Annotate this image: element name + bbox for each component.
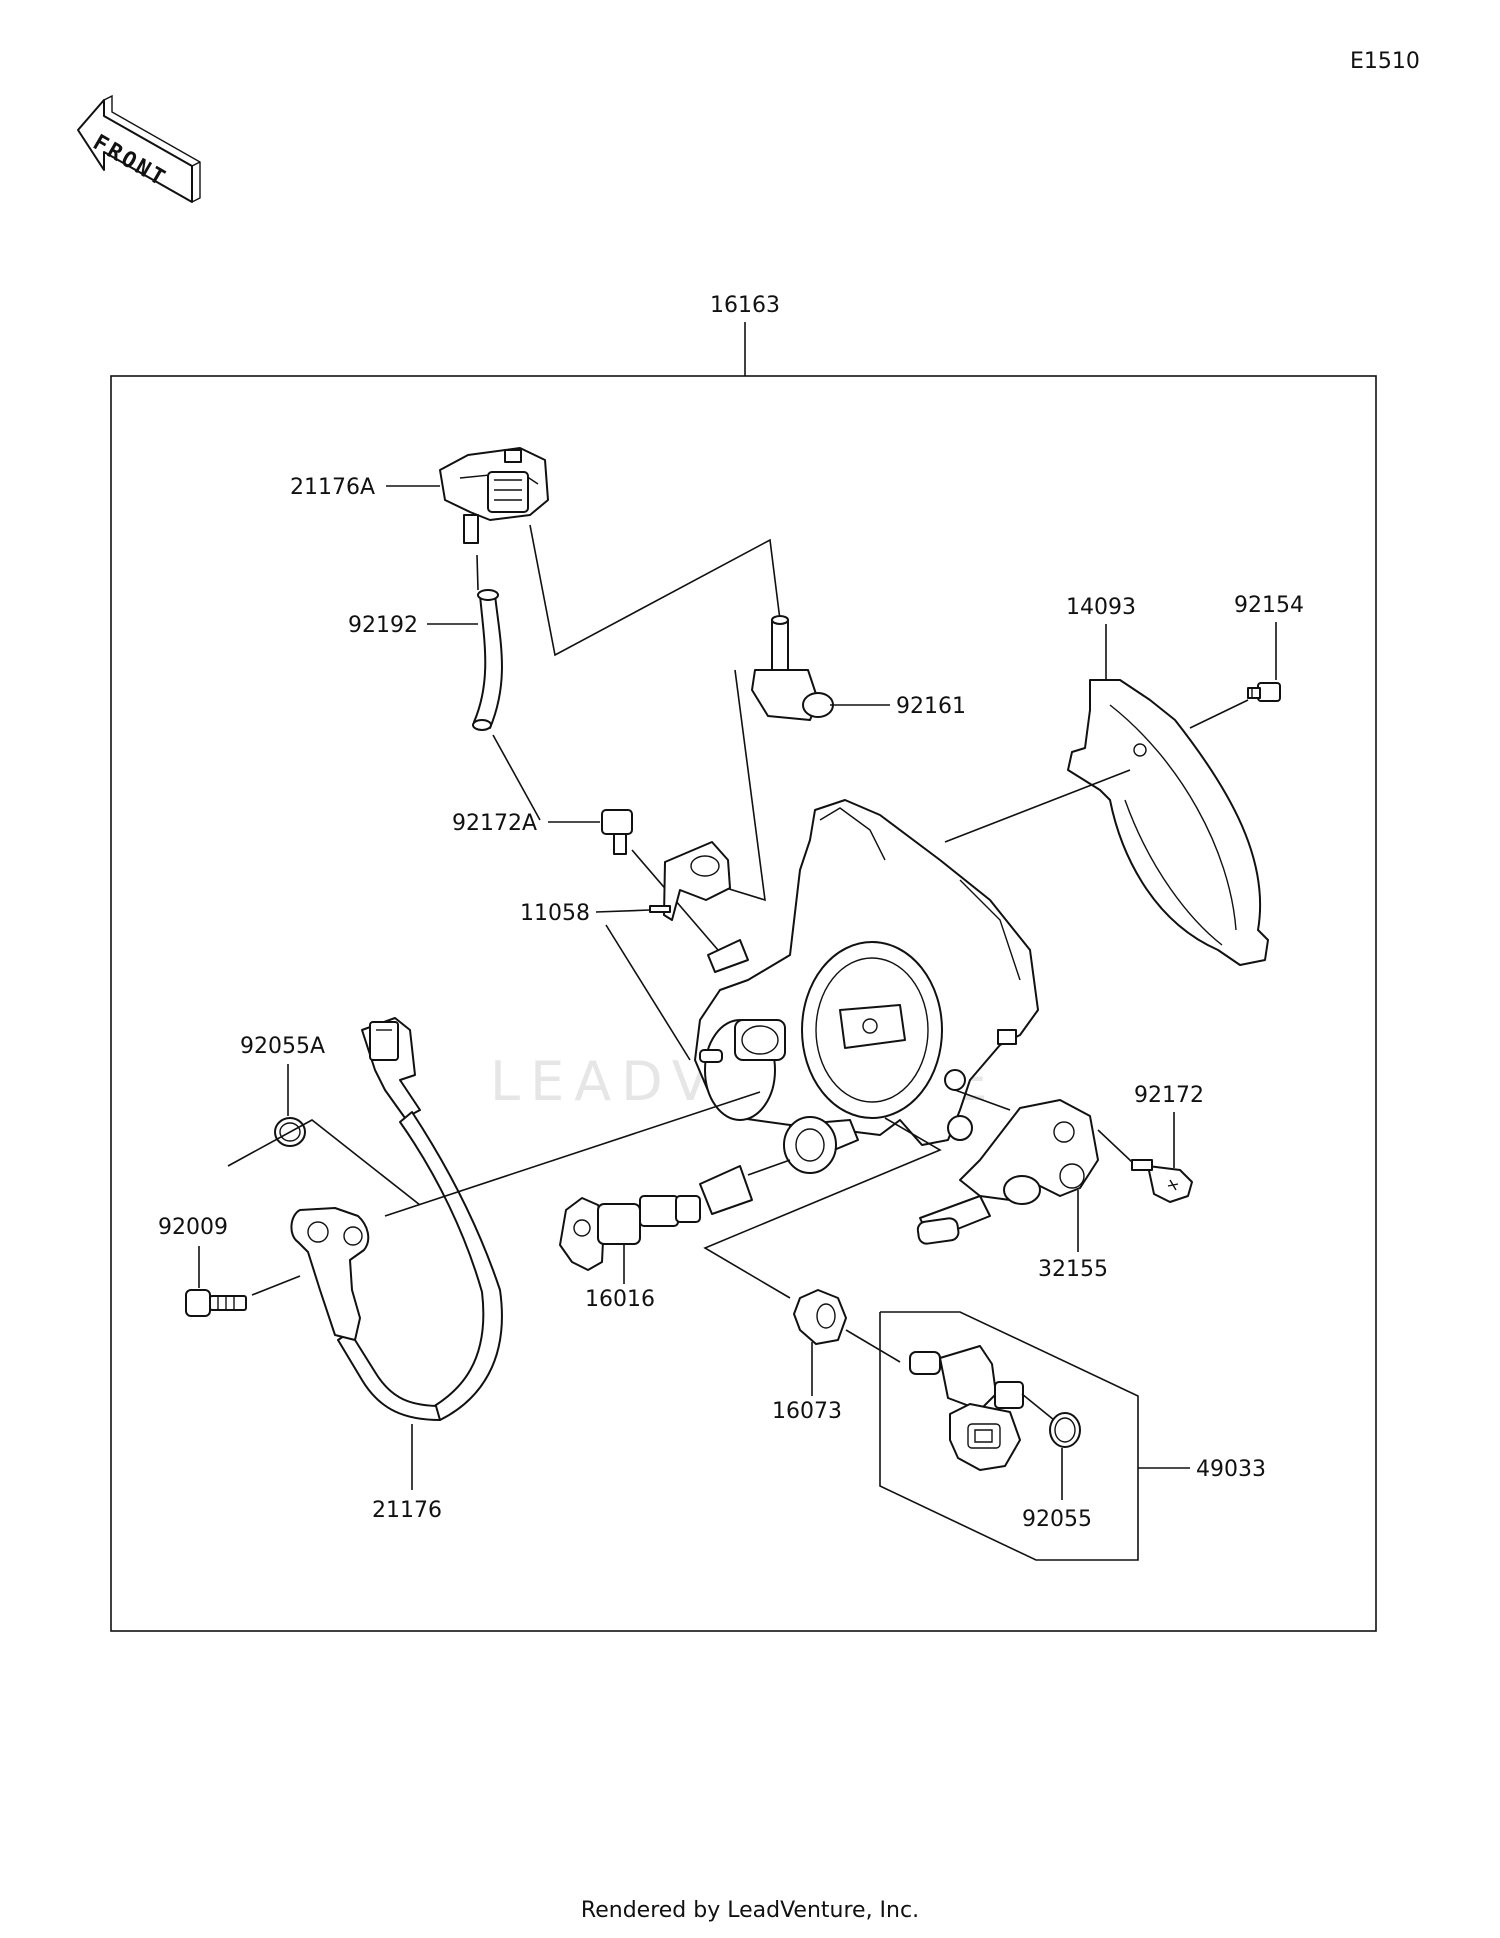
footer-credit: Rendered by LeadVenture, Inc.: [580, 1898, 920, 1923]
grommet-16073: [793, 1289, 847, 1345]
label-49033: 49033: [1196, 1457, 1266, 1482]
sensor-49033: [909, 1345, 1024, 1471]
bracket-11058: [649, 841, 731, 921]
cover-14093: [1067, 679, 1269, 966]
sensor-21176: [290, 1017, 503, 1421]
label-92172a: 92172A: [452, 811, 537, 836]
label-92154: 92154: [1234, 593, 1304, 618]
label-11058: 11058: [520, 901, 590, 926]
diagram-code: E1510: [1350, 49, 1420, 74]
screw-92172: [1131, 1159, 1193, 1203]
label-16073: 16073: [772, 1399, 842, 1424]
label-32155: 32155: [1038, 1257, 1108, 1282]
label-16163: 16163: [710, 293, 780, 318]
throttle-body: [694, 799, 1039, 1174]
label-92192: 92192: [348, 613, 418, 638]
screw-92172a: [601, 809, 633, 855]
bracket-32155: [916, 1099, 1099, 1245]
bolt-92009: [185, 1289, 247, 1317]
valve-16016: [559, 1165, 753, 1271]
label-92172: 92172: [1134, 1083, 1204, 1108]
label-16016: 16016: [585, 1287, 655, 1312]
label-92055: 92055: [1022, 1507, 1092, 1532]
assembly-frame: [110, 375, 1377, 1632]
label-92009: 92009: [158, 1215, 228, 1240]
hose-92192: [472, 589, 503, 731]
label-92161: 92161: [896, 694, 966, 719]
nipple-92161: [751, 615, 834, 721]
label-21176a: 21176A: [290, 475, 375, 500]
screw-92154: [1247, 682, 1281, 702]
sensor-21176a: [439, 447, 549, 544]
label-21176: 21176: [372, 1498, 442, 1523]
label-14093: 14093: [1066, 595, 1136, 620]
front-arrow-icon: FRONT: [77, 94, 201, 203]
label-92055a: 92055A: [240, 1034, 325, 1059]
